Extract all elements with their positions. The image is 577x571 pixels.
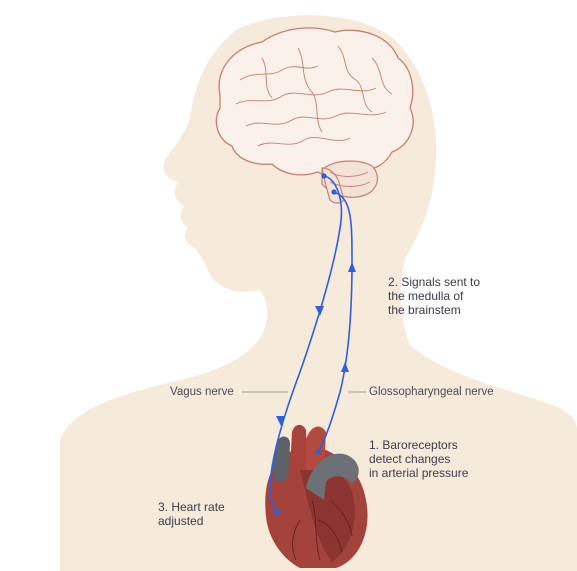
nerve-endpoint: [315, 449, 320, 454]
label-vagus-nerve: Vagus nerve: [170, 385, 234, 399]
label-signals-to-medulla: 2. Signals sent to the medulla of the br…: [388, 275, 480, 317]
brain-outline: [216, 28, 413, 177]
nerve-endpoint: [331, 189, 336, 194]
nerve-endpoint: [273, 509, 278, 514]
nerve-endpoint: [321, 173, 326, 178]
aortic-arch: [290, 425, 308, 470]
label-baroreceptors: 1. Baroreceptors detect changes in arter…: [369, 438, 468, 480]
label-heart-rate-adjusted: 3. Heart rate adjusted: [158, 500, 225, 528]
label-glossopharyngeal-nerve: Glossopharyngeal nerve: [369, 385, 494, 399]
